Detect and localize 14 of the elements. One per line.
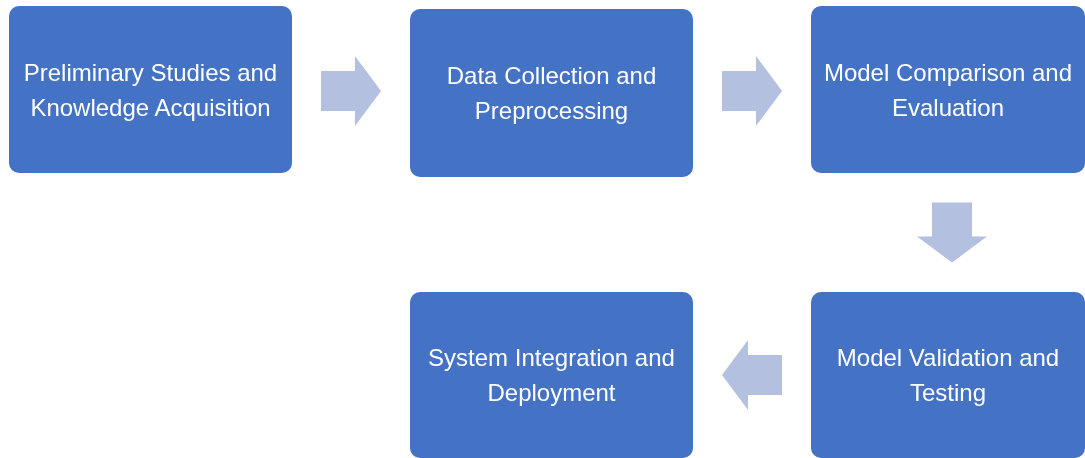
step-label: Preliminary Studies and Knowledge Acquisition <box>22 57 279 123</box>
step-label: Data Collection and Preprocessing <box>445 61 658 126</box>
process-box <box>811 6 1085 173</box>
block-arrow <box>917 202 987 263</box>
process-box <box>811 292 1085 458</box>
step-label: Model Comparison and Evaluation <box>822 57 1074 123</box>
block-arrow <box>722 340 782 410</box>
step-label: System Integration and Deployment <box>427 343 676 408</box>
process-box <box>410 292 693 458</box>
process-box <box>9 6 292 173</box>
block-arrow <box>722 56 782 126</box>
step-label: Model Validation and Testing <box>835 343 1061 408</box>
process-box <box>410 9 693 177</box>
block-arrow <box>321 56 381 126</box>
